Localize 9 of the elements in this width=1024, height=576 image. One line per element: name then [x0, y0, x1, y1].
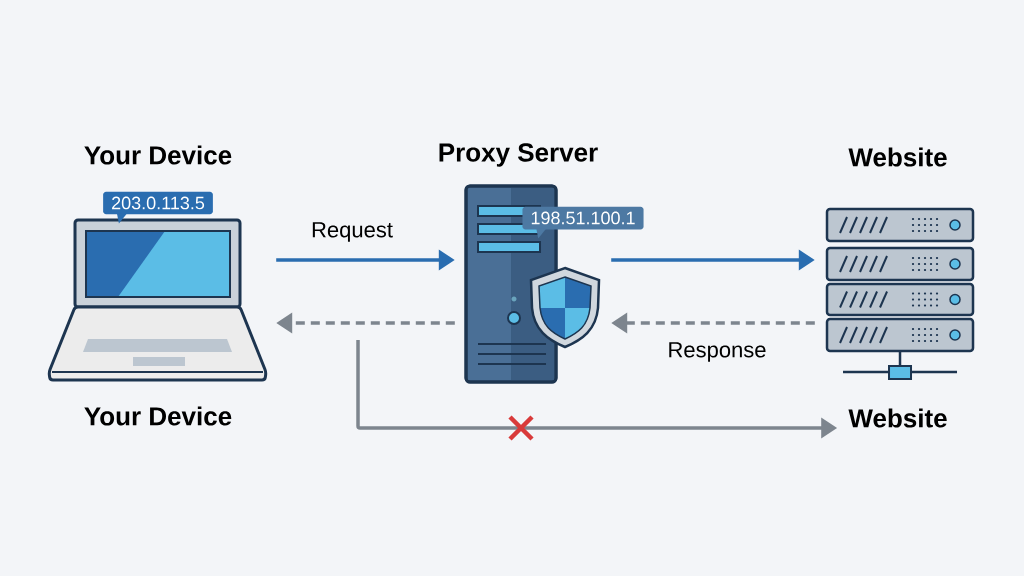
heading: Website	[848, 408, 947, 428]
heading: Website	[848, 147, 947, 167]
ip-address-bubble: 198.51.100.1	[522, 206, 644, 239]
edge-label: Request	[309, 220, 395, 244]
heading: Proxy Server	[439, 143, 598, 167]
heading: Your Device	[84, 406, 232, 426]
edge-label: Response	[665, 340, 769, 364]
heading: Your Device	[84, 145, 232, 165]
ip-address-bubble: 203.0.113.5	[103, 191, 213, 224]
